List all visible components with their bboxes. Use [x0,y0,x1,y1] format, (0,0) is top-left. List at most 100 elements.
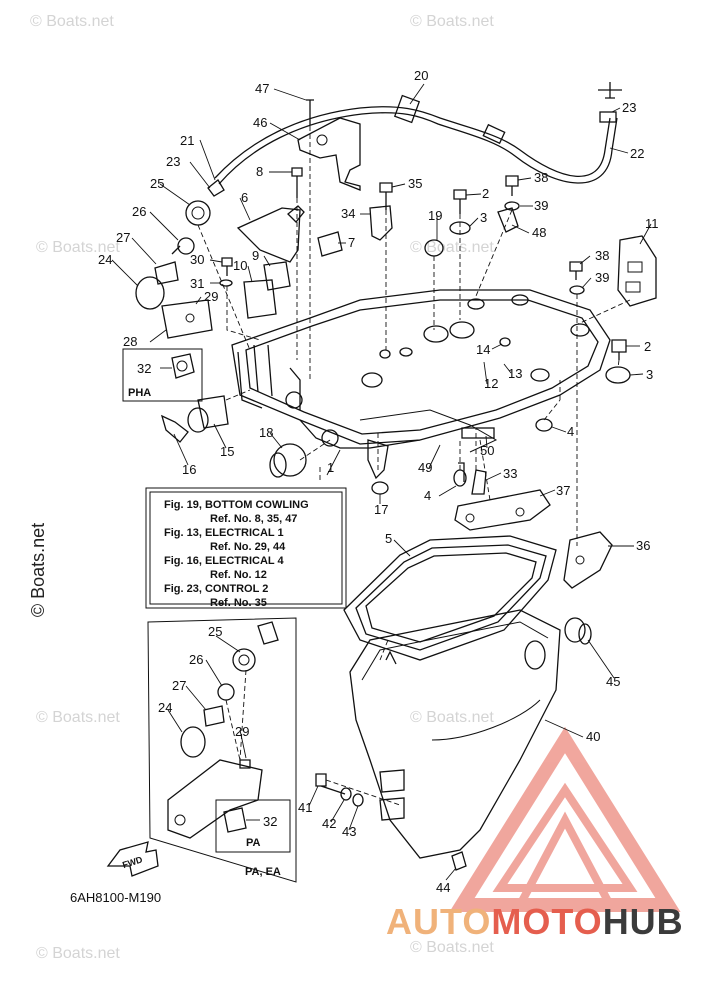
part-number-label: 33 [503,466,517,481]
watermarks: © Boats.net © Boats.net © Boats.net © Bo… [30,13,494,962]
bracket-11 [617,235,657,307]
part-number-label: 39 [595,270,609,285]
part-number-labels: 20 47 46 23 22 21 8 35 2 38 39 23 25 6 3… [98,68,659,895]
watermark-text: © Boats.net [36,239,120,256]
clips [243,205,519,319]
part-number-label: 36 [636,538,650,553]
part-number-label: 2 [482,186,489,201]
part-number-label: 25 [208,624,222,639]
part-number-label: 46 [253,115,267,130]
part-number-label: 16 [182,462,196,477]
fwd-label: FWD [121,854,144,870]
lower-cowling-40 [349,609,592,859]
reference-line: Ref. No. 12 [210,569,267,581]
part-number-label: 21 [180,133,194,148]
watermark-text: © Boats.net [36,709,120,726]
brand-wordmark: AUTOMOTOHUB [386,902,684,942]
part-number-label: 24 [98,252,112,267]
part-number-label: 45 [606,674,620,689]
part-number-label: 42 [322,816,336,831]
part-number-label: 23 [622,100,636,115]
part-number-label: 43 [342,824,356,839]
part-number-label: 50 [480,443,494,458]
part-number-label: 20 [414,68,428,83]
part-number-label: 3 [646,367,653,382]
part-number-label: 6 [241,190,248,205]
part-number-label: 4 [424,488,431,503]
part-number-label: 49 [418,460,432,475]
part-number-label: 31 [190,276,204,291]
part-number-label: 2 [644,339,651,354]
part-number-label: 7 [348,235,355,250]
watermark-text: © Boats.net [36,945,120,962]
fasteners-41-44 [315,773,467,871]
part-number-label: 15 [220,444,234,459]
part-number-label: 44 [436,880,450,895]
pha-inset-label: PHA [128,387,151,399]
part-number-label: 4 [567,424,574,439]
part-number-label: 37 [556,483,570,498]
part-number-label: 41 [298,800,312,815]
reference-line: Ref. No. 8, 35, 47 [210,513,297,525]
bottom-cowling-tray [231,289,611,453]
brand-part-3: HUB [602,901,684,942]
diagram-code: 6AH8100-M190 [70,890,161,905]
pa-ea-inset-label: PA, EA [245,866,281,878]
fwd-arrow-icon: FWD [106,841,159,877]
part-number-label: 48 [532,225,546,240]
leader-lines [111,83,652,881]
side-watermark: © Boats.net [28,522,48,618]
part-number-label: 27 [116,230,130,245]
part-number-label: 24 [158,700,172,715]
hose-assembly [207,82,622,197]
part-number-label: 32 [137,361,151,376]
part-number-label: 47 [255,81,269,96]
part-number-label: 40 [586,729,600,744]
reference-line: Fig. 13, ELECTRICAL 1 [164,527,284,539]
watermark-text: © Boats.net [30,13,114,30]
reference-line: Ref. No. 35 [210,597,267,609]
plate-6 [236,205,305,263]
part-number-label: 26 [189,652,203,667]
part-number-label: 1 [327,460,334,475]
watermark-text: © Boats.net [410,13,494,30]
reference-line: Ref. No. 29, 44 [210,541,286,553]
seal-gasket-5 [343,535,557,661]
part-number-label: 25 [150,176,164,191]
watermark-text: © Boats.net [410,709,494,726]
part-number-label: 38 [534,170,548,185]
part-number-label: 12 [484,376,498,391]
part-number-label: 13 [508,366,522,381]
brand-logo-icon [449,726,681,912]
part-number-label: 26 [132,204,146,219]
reference-line: Fig. 23, CONTROL 2 [164,583,268,595]
brand-part-1: AUTO [386,901,492,942]
part-number-label: 22 [630,146,644,161]
bolts [219,167,627,482]
part-number-label: 39 [534,198,548,213]
part-number-label: 29 [204,289,218,304]
pa-ea-inset: 25 26 27 24 29 32 PA PA, EA [147,617,297,883]
part-number-label: 29 [235,724,249,739]
part-number-label: 14 [476,342,490,357]
bracket-46 [297,99,361,191]
part-number-label: 17 [374,502,388,517]
reference-line: Fig. 16, ELECTRICAL 4 [164,555,284,567]
part-number-label: 23 [166,154,180,169]
watermark-text: © Boats.net [410,239,494,256]
pa-inset-label: PA [246,837,261,849]
part-number-label: 32 [263,814,277,829]
part-number-label: 18 [259,425,273,440]
part-number-label: 11 [645,216,659,231]
watermark-text: © Boats.net [410,939,494,956]
assembly-lines [197,126,631,661]
part-number-label: 5 [385,531,392,546]
part-number-label: 34 [341,206,355,221]
part-number-label: 9 [252,248,259,263]
part-number-label: 19 [428,208,442,223]
brackets-36-37 [454,489,613,589]
part-number-label: 35 [408,176,422,191]
part-number-label: 10 [233,258,247,273]
